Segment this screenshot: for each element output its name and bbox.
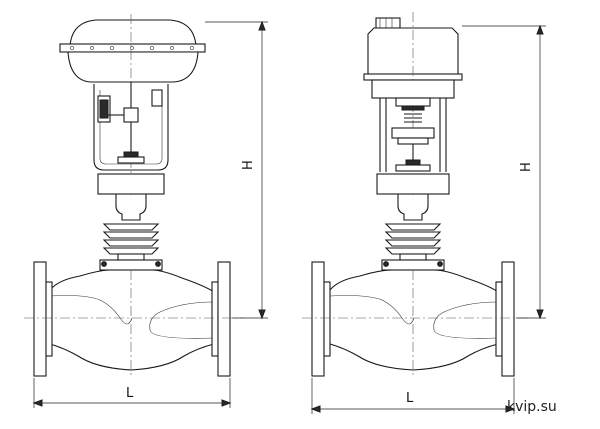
right-body-flange [381, 259, 445, 271]
right-height-dimension: H [462, 24, 546, 320]
left-height-dimension: H [205, 20, 268, 320]
right-height-label: H [519, 162, 534, 172]
watermark: kvip.su [507, 399, 557, 415]
right-electric-actuator [363, 12, 463, 195]
left-length-label: L [126, 386, 134, 401]
right-yoke-columns [371, 79, 455, 172]
right-length-label: L [406, 391, 414, 406]
left-length-dimension: L [32, 378, 232, 408]
left-valve: L H [24, 14, 268, 408]
left-bonnet-block [97, 173, 165, 195]
left-neck [115, 194, 147, 221]
left-body-flange [99, 259, 163, 271]
left-height-label: H [241, 160, 256, 170]
left-diaphragm-actuator [59, 14, 206, 195]
right-bellows [384, 223, 442, 261]
left-yoke [93, 82, 169, 171]
right-neck [397, 194, 429, 221]
right-valve: L H [302, 12, 546, 414]
right-valve-body [302, 261, 528, 377]
right-length-dimension: L [310, 378, 516, 414]
right-bonnet-block [376, 173, 450, 195]
left-valve-body [24, 261, 244, 377]
left-bellows [102, 223, 160, 261]
